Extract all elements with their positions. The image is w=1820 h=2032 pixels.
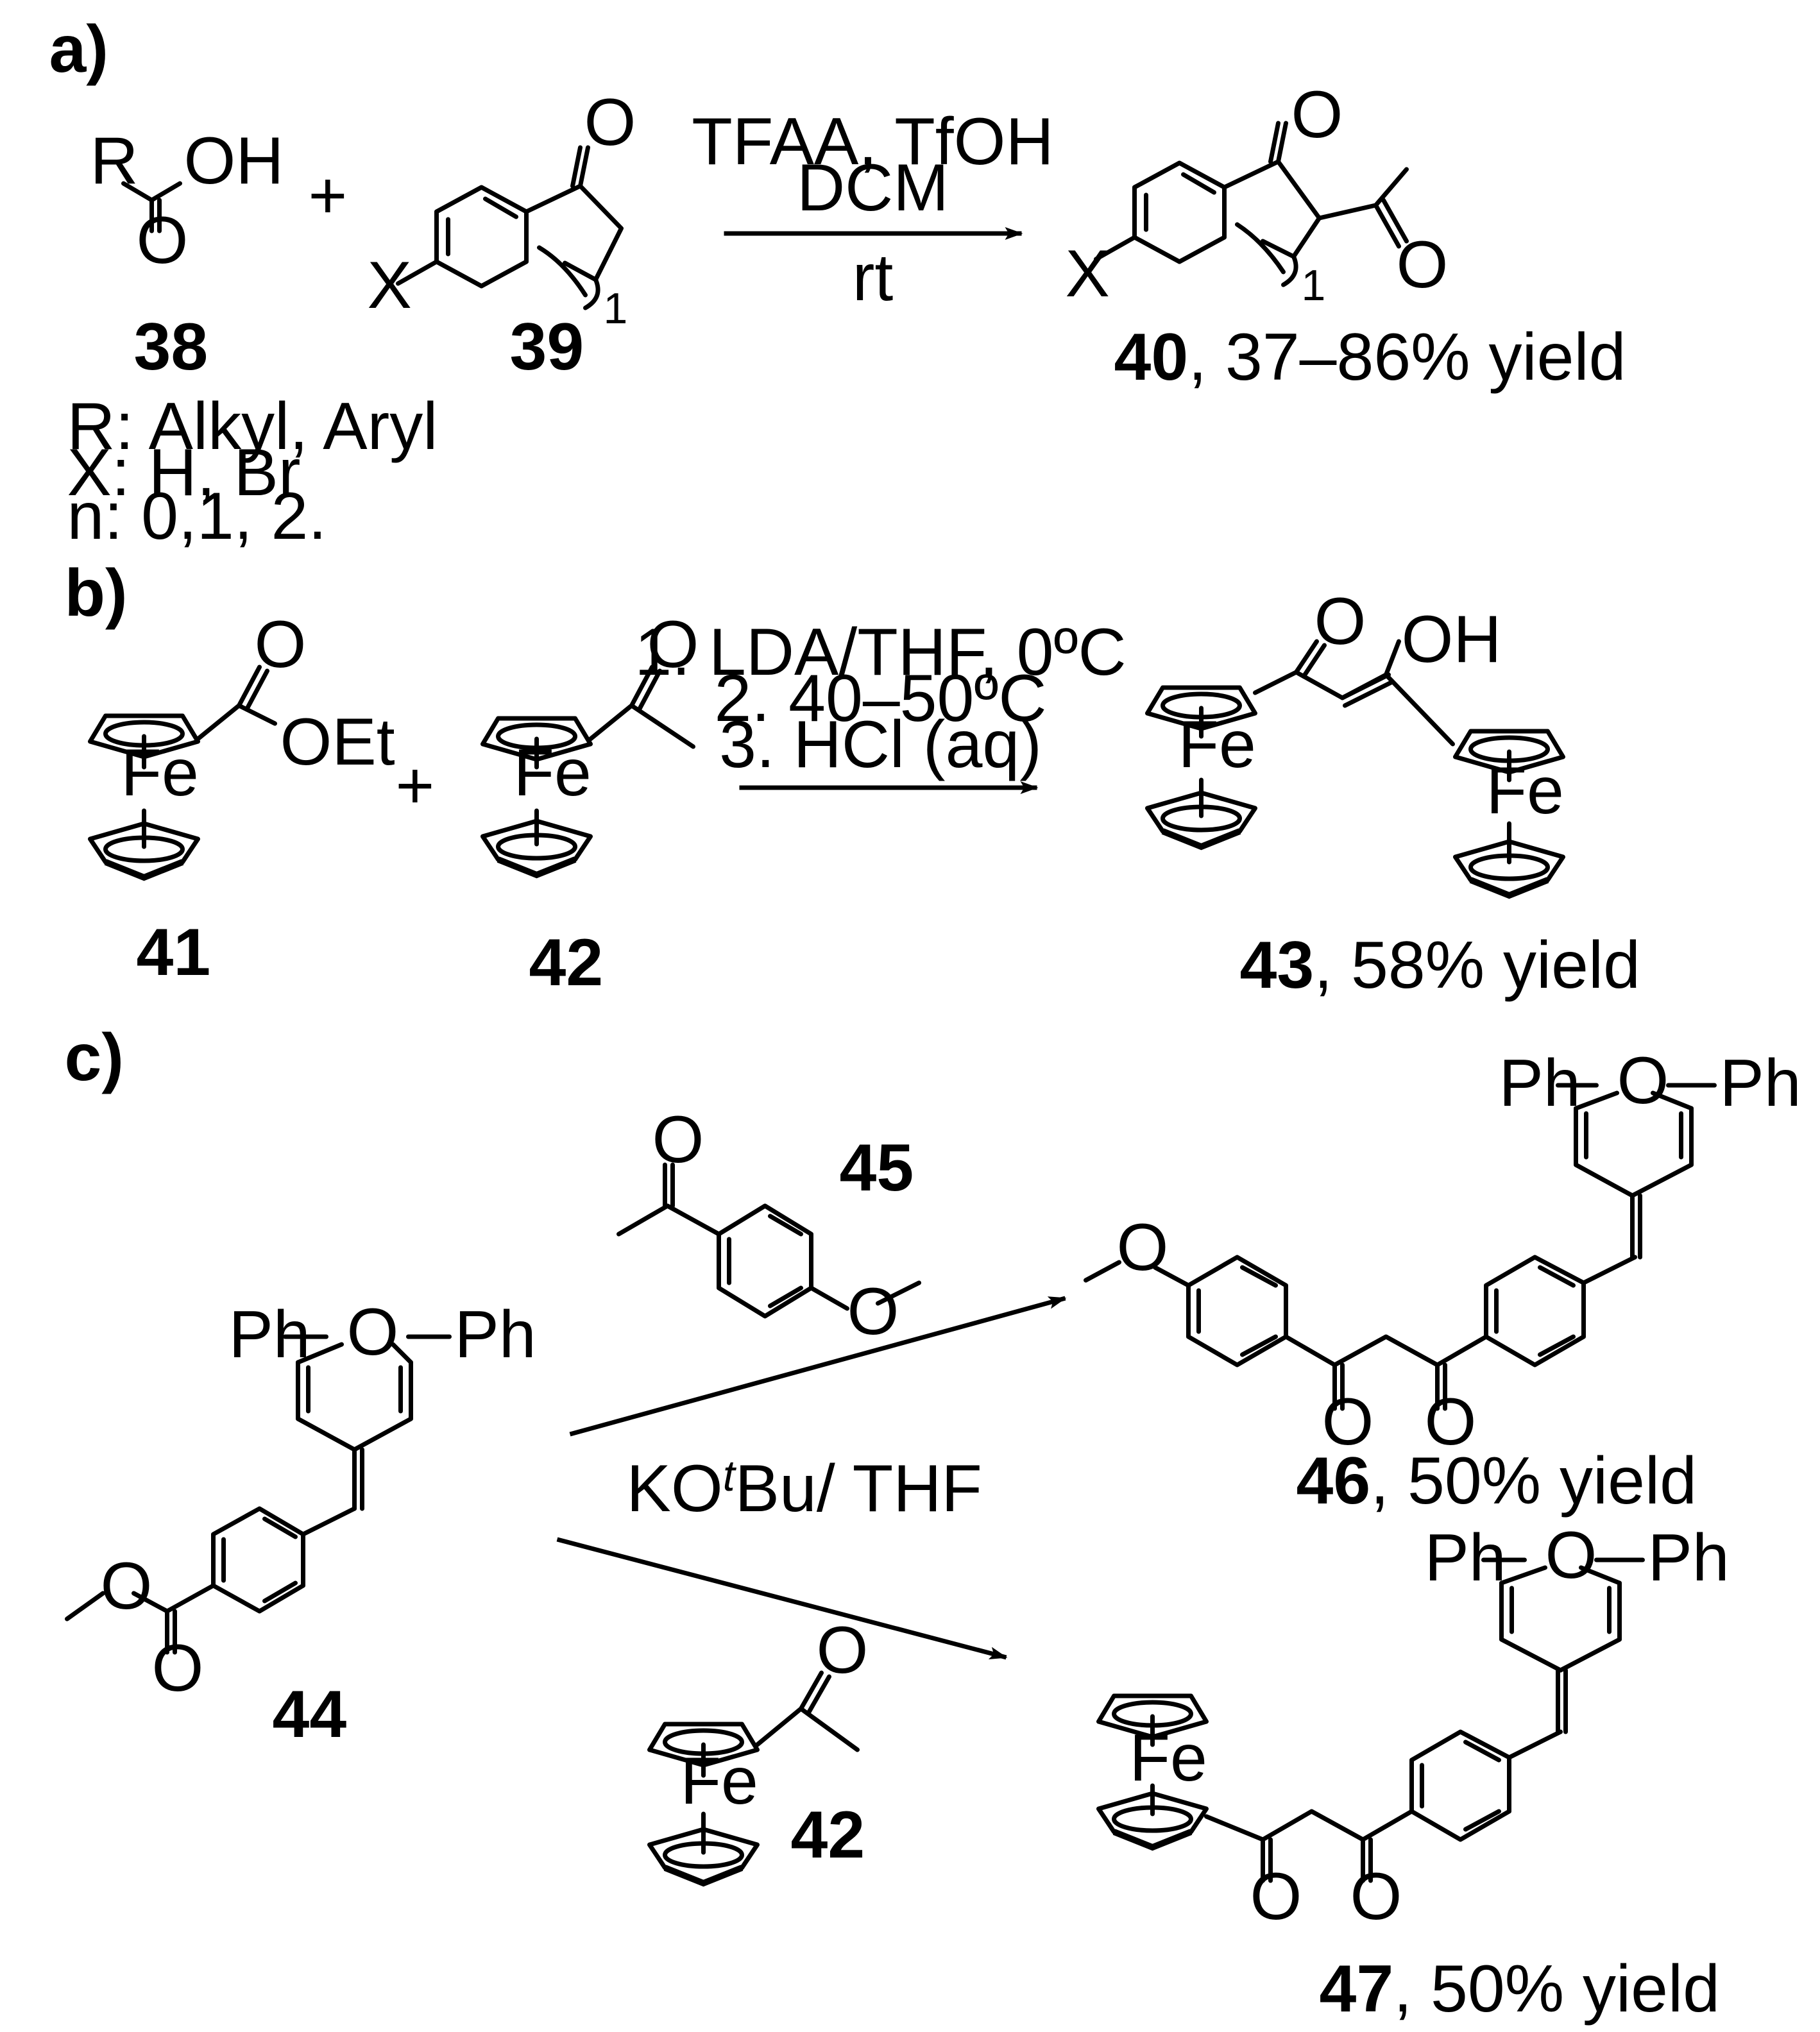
product-47-caption: 47, 50% yield [1320,1952,1720,2026]
panel-b-label: b) [65,556,128,631]
product-47-yield: , 50% yield [1393,1952,1720,2026]
pyranylidene-ester-44: Ph O Ph O O 44 [65,1295,536,1752]
product-46-methoxy-o-label: O [1117,1210,1169,1285]
product-47-o2-label: O [1350,1859,1402,1934]
product-43-fe2-label: Fe [1486,754,1564,828]
indanone-n-subscript: 1 [604,284,628,333]
product-47: Ph O Ph Fe O O 47, 50% yield [1099,1518,1730,2026]
conditions-c: KOtBu/ THF [627,1452,982,1526]
plus-sign-a: + [309,158,348,233]
product-46-o1-label: O [1322,1385,1374,1459]
start-ether-o-label: O [101,1549,153,1623]
product-40: O O X 1 40, 37–86% yield [1066,78,1626,394]
compound-47-number: 47 [1320,1952,1394,2026]
product-43-fe1-label: Fe [1178,707,1256,782]
product-46-caption: 46, 50% yield [1297,1444,1697,1518]
product-46-ph1-label: Ph [1499,1046,1581,1121]
reagent-45-o2-label: O [847,1274,899,1349]
product-40-x-label: X [1066,237,1110,311]
indanone-o-label: O [584,85,636,160]
definition-x: X: H, Br [67,436,301,510]
methoxyacetophenone-45: O O 45 [617,1103,921,1349]
compound-40-number: 40 [1114,320,1189,394]
acetyl-o-label: O [647,607,699,682]
product-40-yield: , 37–86% yield [1188,320,1626,394]
compound-43-number: 43 [1240,928,1314,1003]
acid-oh-label: OH [184,124,284,198]
start-carbonyl-o-label: O [152,1631,204,1706]
compound-42-lower-number: 42 [791,1798,865,1872]
panel-a-label: a) [49,12,108,87]
product-40-o2-label: O [1397,228,1449,302]
acid-r-label: R [90,124,139,198]
product-43-caption: 43, 58% yield [1240,928,1640,1003]
product-46-yield: , 50% yield [1370,1444,1697,1518]
panel-a: a) R OH O 38 R: Alkyl, Aryl X: H, Br n: … [49,12,1626,554]
definition-r: R: Alkyl, Aryl [67,389,438,464]
conditions-c-pre: KO [627,1452,723,1526]
conditions-b-3: 3. HCl (aq) [719,707,1042,782]
ester-o-label: O [255,607,307,682]
acid-o-label: O [137,203,189,278]
conditions-a-2: DCM [797,151,949,225]
conditions-b-2: 2. 40–50ºC [715,661,1047,736]
product-43-oh-label: OH [1402,602,1502,677]
product-43: O OH Fe Fe 43, 58% yield [1148,584,1640,1003]
ester-oet-label: OEt [280,705,395,779]
compound-42-number: 42 [529,926,604,1000]
product-47-ph1-label: Ph [1425,1521,1506,1595]
product-47-fe-label: Fe [1130,1721,1207,1795]
product-47-ring-o-label: O [1545,1518,1597,1593]
acetylferrocene-42-lower: O Fe 42 [650,1613,869,1883]
compound-45-number: 45 [840,1131,914,1205]
product-40-o1-label: O [1291,78,1343,152]
conditions-a-3: rt [853,241,894,315]
start-ph2-label: Ph [455,1298,536,1372]
conditions-b-1: 1. LDA/THF, 0ºC [634,615,1126,690]
product-46-ring-o-label: O [1617,1044,1669,1118]
acid-38: R OH O 38 R: Alkyl, Aryl X: H, Br n: 0,1… [67,124,438,554]
conditions-c-post: Bu/ THF [735,1452,982,1526]
acetylferrocene-42: O Fe 42 [483,607,699,1000]
reagent-42-fe-label: Fe [681,1744,758,1818]
reagent-42-o-label: O [817,1613,869,1688]
conditions-c-sup: t [723,1452,737,1500]
reagent-45-o1-label: O [652,1103,704,1177]
product-47-o1-label: O [1250,1859,1302,1934]
start-ph1-label: Ph [229,1298,310,1372]
product-46-ph2-label: Ph [1720,1046,1801,1121]
product-43-yield: , 58% yield [1314,928,1640,1003]
start-ring-o-label: O [347,1295,399,1369]
ester-fe-label: Fe [121,736,199,810]
product-43-o-label: O [1314,584,1366,659]
panel-c-label: c) [65,1020,124,1095]
product-40-n-subscript: 1 [1302,261,1326,310]
compound-38-number: 38 [134,310,208,384]
product-46: Ph O Ph O O O 46, 50% yield [1084,1044,1801,1518]
compound-41-number: 41 [137,915,211,990]
ferrocene-ester-41: O OEt Fe 41 [90,607,395,990]
indanone-39: O X 1 39 [368,85,636,384]
panel-c: c) Ph O Ph O O 44 O [65,1020,1801,2026]
panel-b: b) O OEt Fe 41 + O Fe 42 1. LDA/THF, [65,556,1640,1003]
product-40-caption: 40, 37–86% yield [1114,320,1626,394]
conditions-a-1: TFAA, TfOH [692,105,1053,179]
indanone-x-label: X [368,248,412,323]
reaction-arrow-c-lower [556,1537,1008,1660]
product-46-o2-label: O [1425,1385,1477,1459]
reaction-arrow-c-upper [569,1296,1067,1437]
compound-46-number: 46 [1297,1444,1371,1518]
compound-39-number: 39 [510,310,584,384]
acetyl-fe-label: Fe [514,736,591,810]
compound-44-number: 44 [273,1677,347,1752]
product-47-ph2-label: Ph [1648,1521,1730,1595]
definition-n: n: 0,1, 2. [67,479,327,554]
plus-sign-b: + [396,749,435,823]
